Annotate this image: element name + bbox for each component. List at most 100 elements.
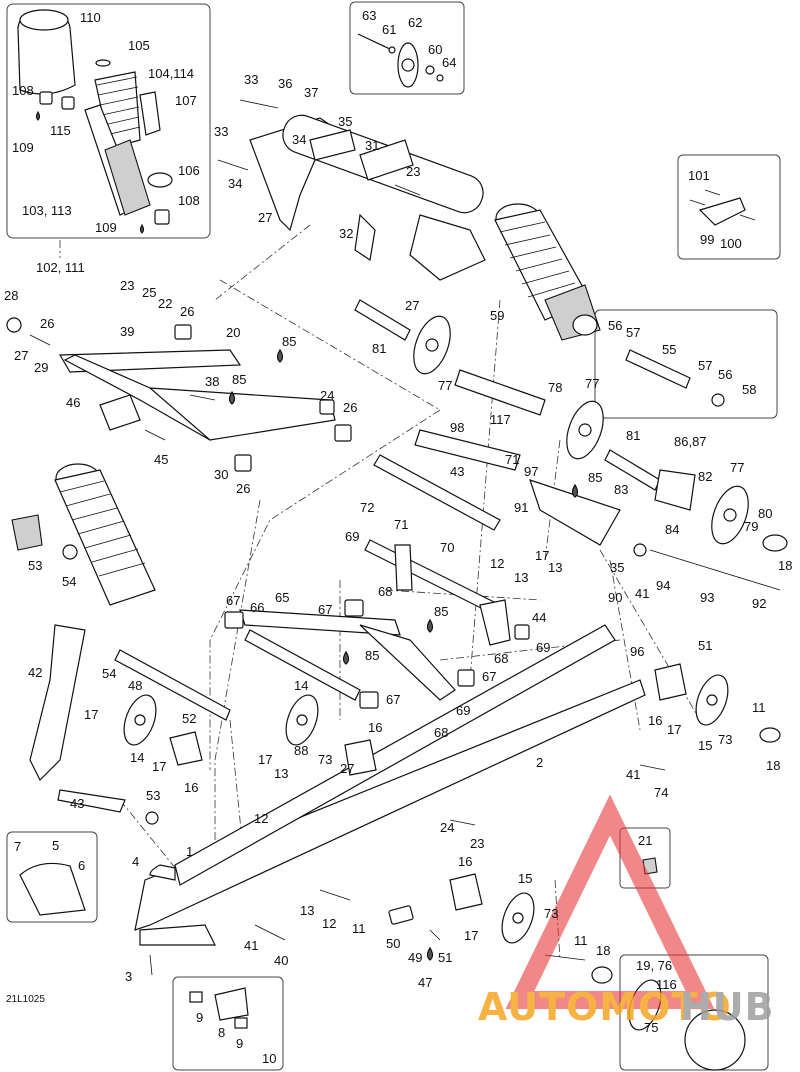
label-33a: 33	[244, 72, 258, 87]
label-77b: 77	[585, 376, 599, 391]
label-33b: 33	[214, 124, 228, 139]
label-71b: 71	[394, 517, 408, 532]
label-38: 38	[205, 374, 219, 389]
label-15a: 15	[698, 738, 712, 753]
label-109a: 109	[12, 140, 34, 155]
label-9a: 9	[196, 1010, 203, 1025]
label-12c: 12	[322, 916, 336, 931]
watermark-triangle	[505, 794, 715, 1009]
wear-insert-clip-b	[234, 1017, 248, 1029]
label-67d: 67	[386, 692, 400, 707]
label-40: 40	[274, 953, 288, 968]
label-18b: 18	[766, 758, 780, 773]
label-70: 70	[440, 540, 454, 555]
label-74: 74	[654, 785, 668, 800]
label-26c: 26	[343, 400, 357, 415]
label-11c: 11	[574, 933, 588, 948]
label-28: 28	[4, 288, 18, 303]
front-arm	[6, 317, 352, 472]
label-54b: 54	[102, 666, 116, 681]
label-81a: 81	[372, 341, 386, 356]
label-109b: 109	[95, 220, 117, 235]
label-75: 75	[644, 1020, 658, 1035]
label-65: 65	[275, 590, 289, 605]
label-22: 22	[158, 296, 172, 311]
label-86: 86,87	[674, 434, 707, 449]
label-41c: 41	[244, 938, 258, 953]
label-14a: 14	[294, 678, 308, 693]
label-42: 42	[28, 665, 42, 680]
label-49: 49	[408, 950, 422, 965]
label-85a: 85	[282, 334, 296, 349]
label-93: 93	[700, 590, 714, 605]
idler-inset-parts	[357, 33, 444, 88]
label-60: 60	[428, 42, 442, 57]
label-56b: 56	[718, 367, 732, 382]
label-17f: 17	[464, 928, 478, 943]
label-21: 21	[638, 833, 652, 848]
label-104: 104,114	[148, 66, 194, 81]
label-27d: 27	[340, 761, 354, 776]
label-1: 1	[186, 844, 193, 859]
automotohub-watermark: AUTOMOTO HUB	[478, 794, 775, 1029]
label-105: 105	[128, 38, 150, 53]
label-3: 3	[125, 969, 132, 984]
label-97: 97	[524, 464, 538, 479]
label-27a: 27	[258, 210, 272, 225]
front-shock	[11, 463, 156, 606]
label-24a: 24	[320, 388, 334, 403]
label-26a: 26	[180, 304, 194, 319]
label-73a: 73	[718, 732, 732, 747]
label-116: 116	[656, 977, 677, 992]
lubrication-icons	[228, 348, 579, 961]
label-67c: 67	[482, 669, 496, 684]
label-54a: 54	[62, 574, 76, 589]
label-32: 32	[339, 226, 353, 241]
label-13d: 13	[300, 903, 314, 918]
wear-insert-part	[214, 987, 249, 1021]
part-labels: 110 105 104,114 108 107 115 109 106 103,…	[4, 8, 792, 1066]
label-12b: 12	[254, 811, 268, 826]
label-17c: 17	[667, 722, 681, 737]
label-20: 20	[226, 325, 240, 340]
drop-icon	[426, 946, 434, 961]
label-94: 94	[656, 578, 670, 593]
axle-inset	[594, 309, 778, 419]
label-71a: 71	[505, 452, 519, 467]
label-92: 92	[752, 596, 766, 611]
label-85b: 85	[232, 372, 246, 387]
rear-shock-top	[494, 203, 601, 341]
label-47: 47	[418, 975, 432, 990]
label-34a: 34	[292, 132, 306, 147]
label-46: 46	[66, 395, 80, 410]
label-43b: 43	[70, 796, 84, 811]
label-19: 19, 76	[636, 958, 672, 973]
label-59: 59	[490, 308, 504, 323]
cross-shaft-assembly	[217, 99, 486, 281]
drop-icon	[228, 390, 236, 405]
bracket-bolts	[689, 189, 756, 221]
label-7: 7	[14, 839, 21, 854]
label-11a: 11	[752, 700, 766, 715]
label-83: 83	[614, 482, 628, 497]
shock-inset-parts	[17, 9, 173, 234]
label-117: 117	[490, 412, 511, 427]
watermark-text-b: HUB	[680, 985, 775, 1029]
label-17e: 17	[258, 752, 272, 767]
label-36: 36	[278, 76, 292, 91]
label-91: 91	[514, 500, 528, 515]
label-50: 50	[386, 936, 400, 951]
label-8: 8	[218, 1025, 225, 1040]
label-57b: 57	[698, 358, 712, 373]
label-31: 31	[365, 138, 379, 153]
label-106: 106	[178, 163, 200, 178]
label-79: 79	[744, 519, 758, 534]
label-85e: 85	[365, 648, 379, 663]
label-30: 30	[214, 467, 228, 482]
label-43a: 43	[450, 464, 464, 479]
drop-icon	[571, 483, 579, 498]
bracket-part	[698, 197, 746, 226]
label-96: 96	[630, 644, 644, 659]
label-26b: 26	[40, 316, 54, 331]
label-78: 78	[548, 380, 562, 395]
